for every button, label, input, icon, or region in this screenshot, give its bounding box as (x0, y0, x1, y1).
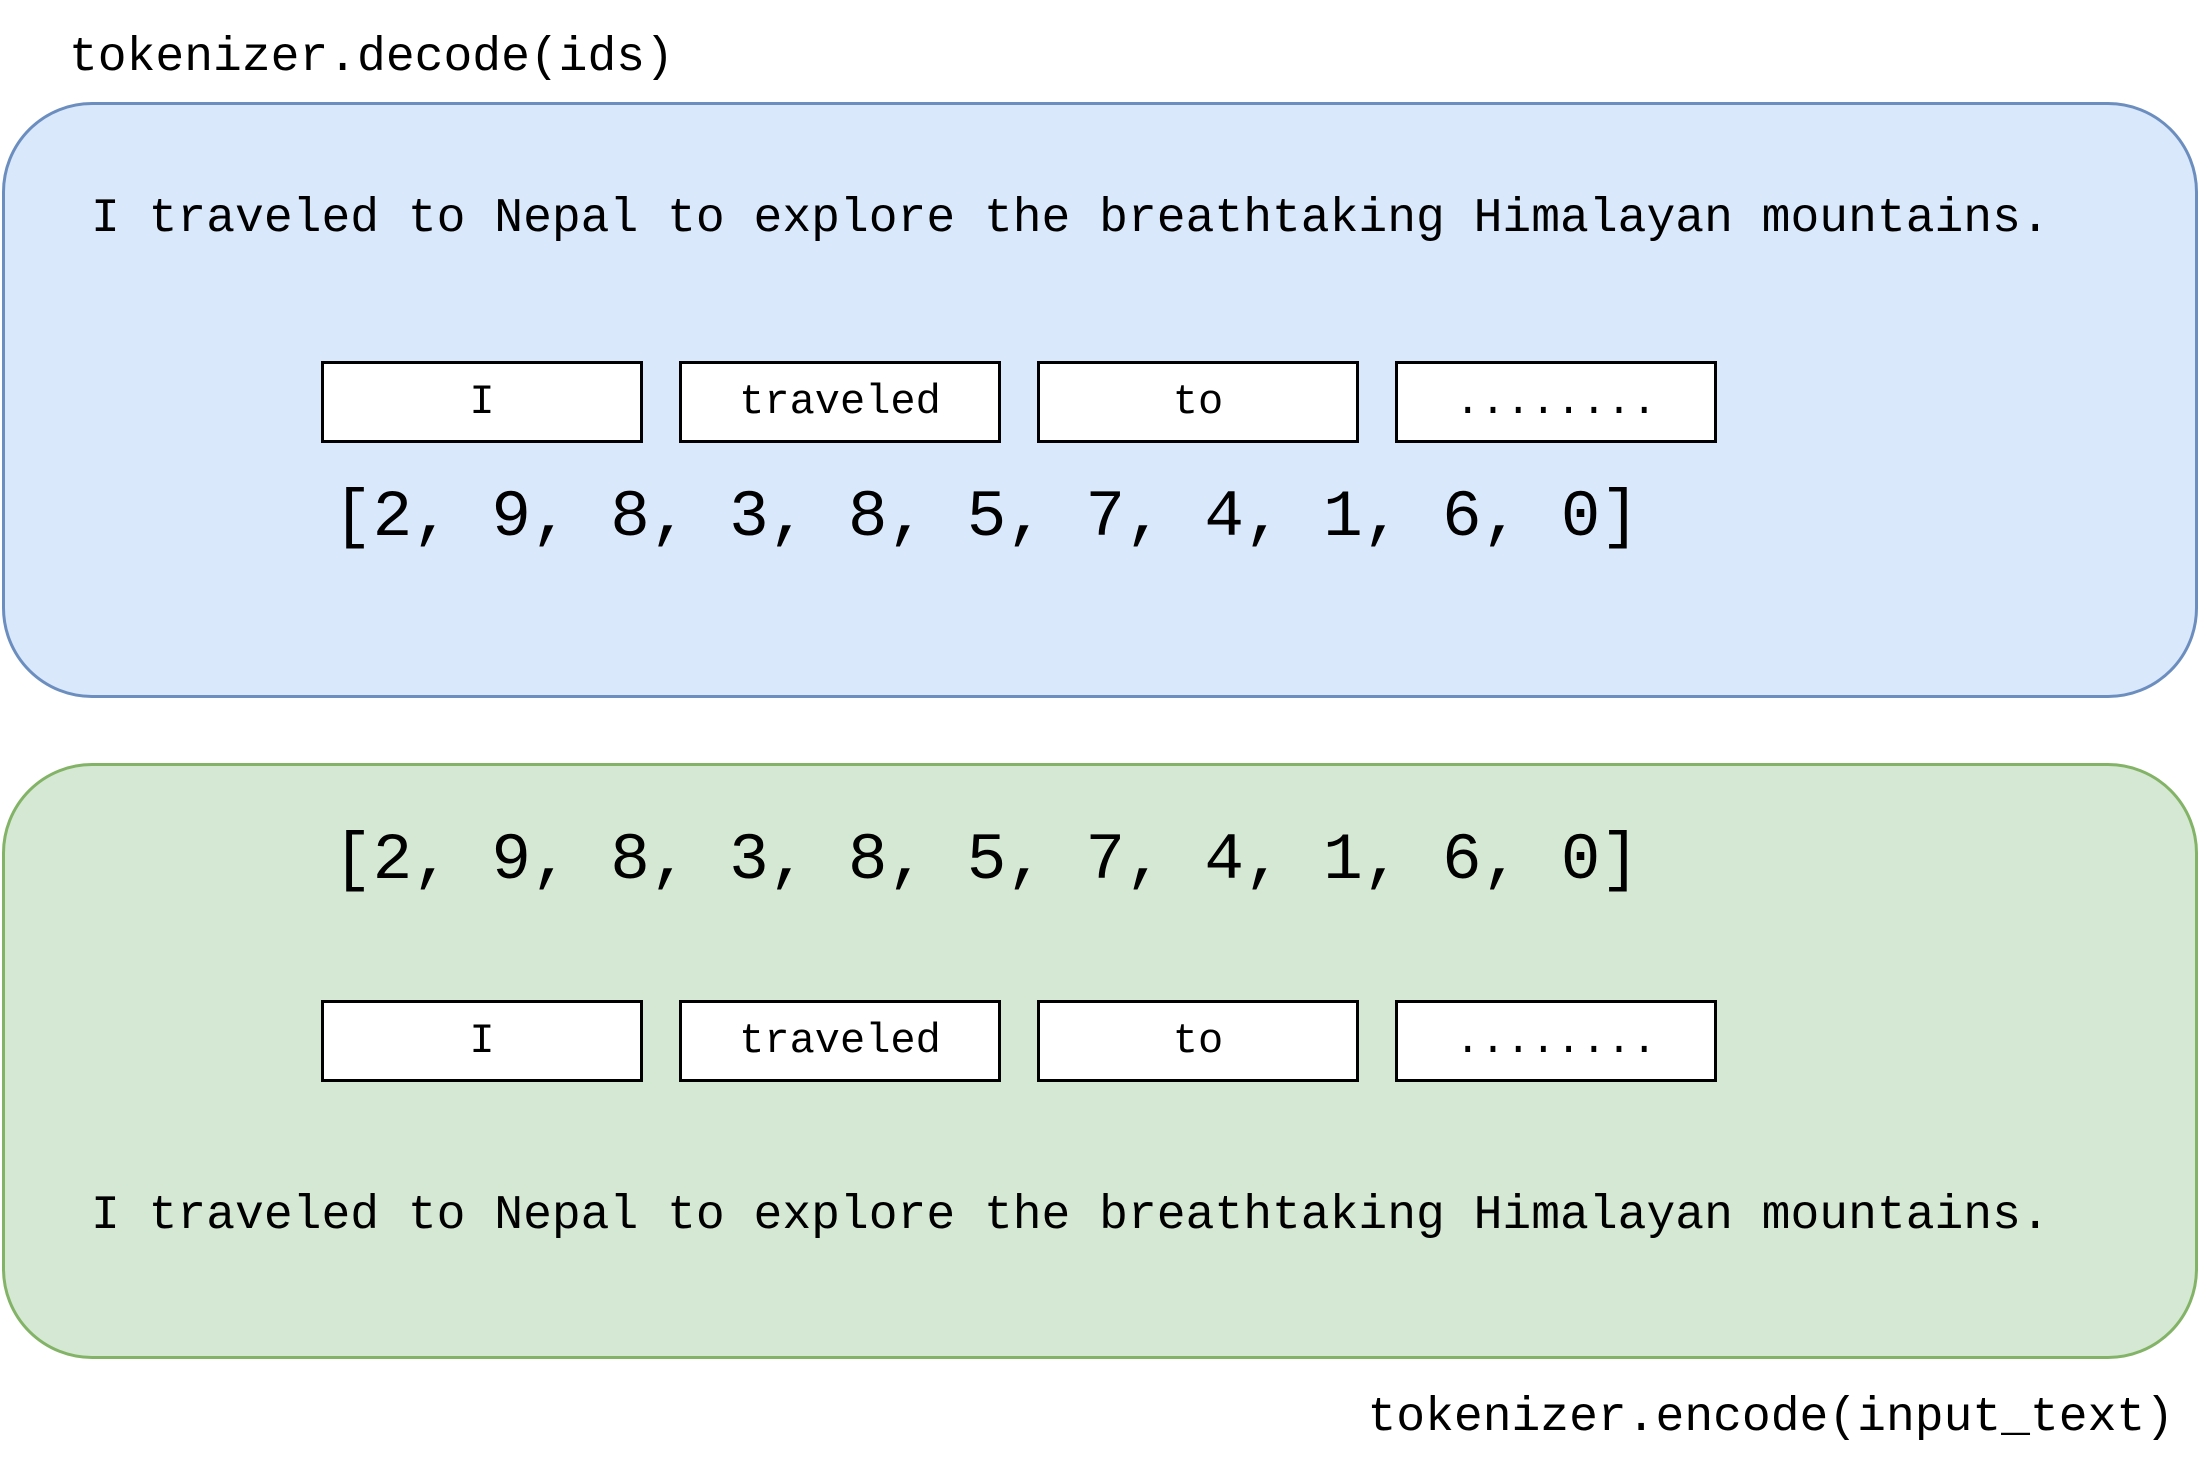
token-box: to (1037, 361, 1359, 443)
token-row: I traveled to ........ (321, 361, 1717, 443)
decode-panel: I traveled to Nepal to explore the breat… (2, 102, 2198, 698)
decode-caption: tokenizer.decode(ids) (69, 31, 674, 85)
token-box: to (1037, 1000, 1359, 1082)
token-box-ellipsis: ........ (1395, 361, 1717, 443)
token-box: traveled (679, 361, 1001, 443)
token-box: I (321, 1000, 643, 1082)
token-box: traveled (679, 1000, 1001, 1082)
decoded-sentence: I traveled to Nepal to explore the breat… (91, 192, 2050, 246)
token-box-ellipsis: ........ (1395, 1000, 1717, 1082)
token-row: I traveled to ........ (321, 1000, 1717, 1082)
encode-caption: tokenizer.encode(input_text) (1367, 1391, 2174, 1445)
encode-panel: [2, 9, 8, 3, 8, 5, 7, 4, 1, 6, 0] I trav… (2, 763, 2198, 1359)
input-sentence: I traveled to Nepal to explore the breat… (91, 1189, 2050, 1243)
token-ids: [2, 9, 8, 3, 8, 5, 7, 4, 1, 6, 0] (333, 823, 1641, 898)
token-box: I (321, 361, 643, 443)
token-ids: [2, 9, 8, 3, 8, 5, 7, 4, 1, 6, 0] (333, 480, 1641, 555)
